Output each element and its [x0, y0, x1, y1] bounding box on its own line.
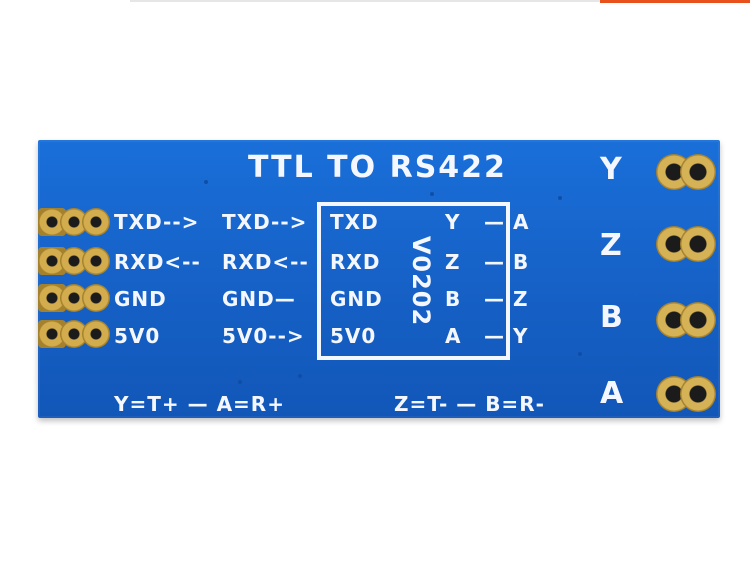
- via: [298, 374, 302, 378]
- out-label-y: — Y: [484, 324, 529, 348]
- left-label-txd: TXD-->: [114, 210, 200, 234]
- footer-mapping-left: Y=T+ — A=R+: [114, 392, 285, 416]
- via: [558, 196, 562, 200]
- pcb-board: TTL TO RS422 Y Z B A TXD--> RXD<-- GND 5…: [38, 140, 720, 418]
- input-pad-5v0-3: [82, 320, 110, 348]
- ic-outline: [317, 202, 510, 360]
- edge-label-z: Z: [600, 228, 623, 263]
- ic-pin-txd: TXD: [330, 210, 379, 234]
- edge-label-b: B: [600, 300, 624, 335]
- mid-label-gnd: GND—: [222, 287, 296, 311]
- out-label-z: — Z: [484, 287, 529, 311]
- out-label-b: — B: [484, 250, 530, 274]
- ic-pin-b: B: [445, 287, 462, 311]
- input-pad-txd-3: [82, 208, 110, 236]
- ic-pin-y: Y: [445, 210, 461, 234]
- edge-label-a: A: [600, 376, 625, 411]
- top-accent-bar: [600, 0, 750, 3]
- footer-mapping-right: Z=T- — B=R-: [394, 392, 545, 416]
- ic-pin-5v0: 5V0: [330, 324, 377, 348]
- via: [578, 352, 582, 356]
- ic-pin-z: Z: [445, 250, 461, 274]
- input-pad-rxd-3: [82, 247, 110, 275]
- via: [430, 192, 434, 196]
- top-border-line: [130, 0, 600, 2]
- input-pad-gnd-3: [82, 284, 110, 312]
- mid-label-rxd: RXD<--: [222, 250, 309, 274]
- out-label-a: — A: [484, 210, 530, 234]
- output-pad-b-2: [680, 302, 716, 338]
- chip-code: V0202: [407, 235, 436, 327]
- left-label-rxd: RXD<--: [114, 250, 201, 274]
- ic-pin-a: A: [445, 324, 462, 348]
- mid-label-5v0: 5V0-->: [222, 324, 305, 348]
- ic-pin-gnd: GND: [330, 287, 383, 311]
- via: [238, 380, 242, 384]
- board-title: TTL TO RS422: [248, 150, 507, 185]
- mid-label-txd: TXD-->: [222, 210, 308, 234]
- left-label-gnd: GND: [114, 287, 167, 311]
- output-pad-z-2: [680, 226, 716, 262]
- edge-label-y: Y: [600, 152, 623, 187]
- output-pad-y-2: [680, 154, 716, 190]
- output-pad-a-2: [680, 376, 716, 412]
- ic-pin-rxd: RXD: [330, 250, 381, 274]
- left-label-5v0: 5V0: [114, 324, 161, 348]
- via: [204, 180, 208, 184]
